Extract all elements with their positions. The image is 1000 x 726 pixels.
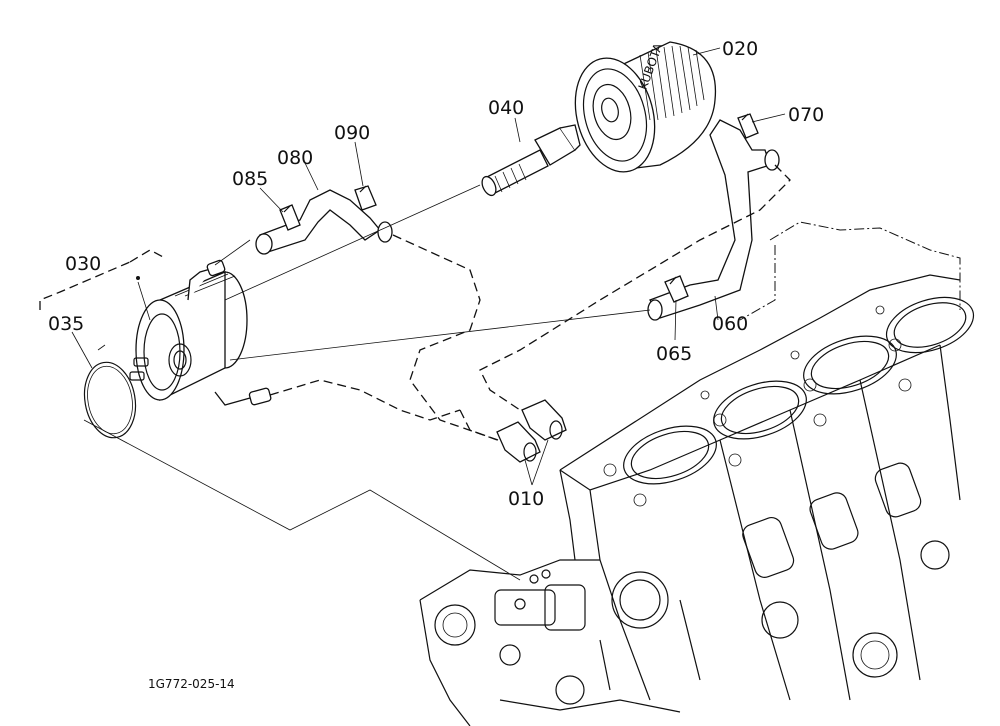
hose-clamp-085	[279, 204, 301, 231]
hose-clamp-065	[664, 275, 689, 303]
label-090: 090	[334, 122, 370, 144]
drawing-code: 1G772-025-14	[148, 677, 235, 691]
oil-cooler-030	[129, 259, 272, 406]
label-020: 020	[722, 38, 758, 60]
fitting-010-a	[496, 421, 541, 463]
reference-dot	[136, 276, 140, 280]
label-010: 010	[508, 488, 544, 510]
label-065: 065	[656, 343, 692, 365]
label-035: 035	[48, 313, 84, 335]
label-070: 070	[788, 104, 824, 126]
label-040: 040	[488, 97, 524, 119]
oil-filter-020: KUBOTA	[574, 41, 717, 173]
threaded-pipe-040	[481, 124, 581, 197]
part-labels: 020 040 070 090 080 085 030 035 060 065 …	[48, 38, 824, 510]
hose-080	[255, 189, 393, 255]
label-080: 080	[277, 147, 313, 169]
hose-clamp-090	[354, 185, 377, 211]
label-060: 060	[712, 313, 748, 335]
hose-clamp-070	[737, 113, 759, 139]
label-030: 030	[65, 253, 101, 275]
label-085: 085	[232, 168, 268, 190]
callout-leaders	[71, 47, 786, 486]
assembly-lines	[39, 164, 791, 581]
engine-block	[419, 221, 975, 726]
fitting-010-b	[521, 399, 567, 441]
